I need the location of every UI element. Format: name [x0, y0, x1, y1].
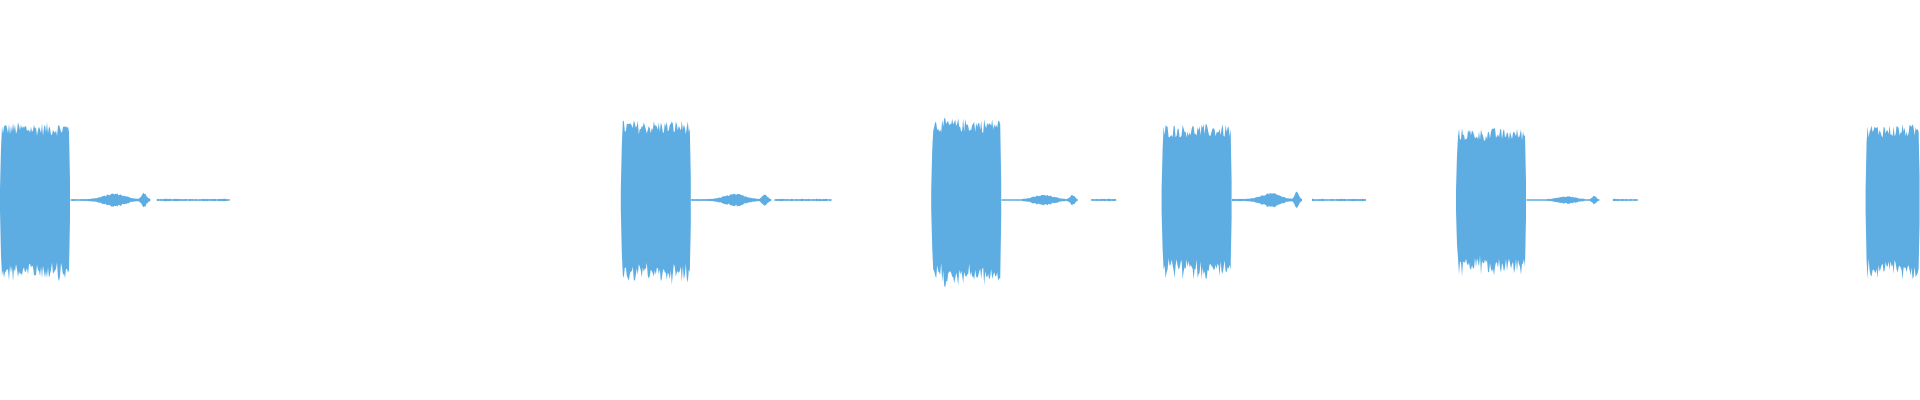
- waveform-blip-14: [1612, 198, 1638, 202]
- waveform-burst-3: [620, 120, 691, 285]
- waveform-tail-10: [1232, 191, 1302, 208]
- waveform-blip-5: [774, 198, 832, 202]
- waveform-tail-7: [1001, 194, 1078, 206]
- waveform-tail-4: [691, 193, 772, 207]
- waveform-blip-8: [1091, 198, 1117, 202]
- waveform-blip-11: [1312, 198, 1366, 202]
- waveform-burst-0: [0, 122, 70, 282]
- waveform-tail-1: [70, 192, 151, 208]
- waveform-burst-9: [1161, 124, 1232, 280]
- waveform-burst-15: [1865, 124, 1920, 280]
- waveform-burst-6: [931, 118, 1002, 288]
- waveform-burst-12: [1456, 128, 1526, 277]
- waveform-blip-2: [156, 198, 230, 202]
- waveform-tail-13: [1526, 195, 1600, 205]
